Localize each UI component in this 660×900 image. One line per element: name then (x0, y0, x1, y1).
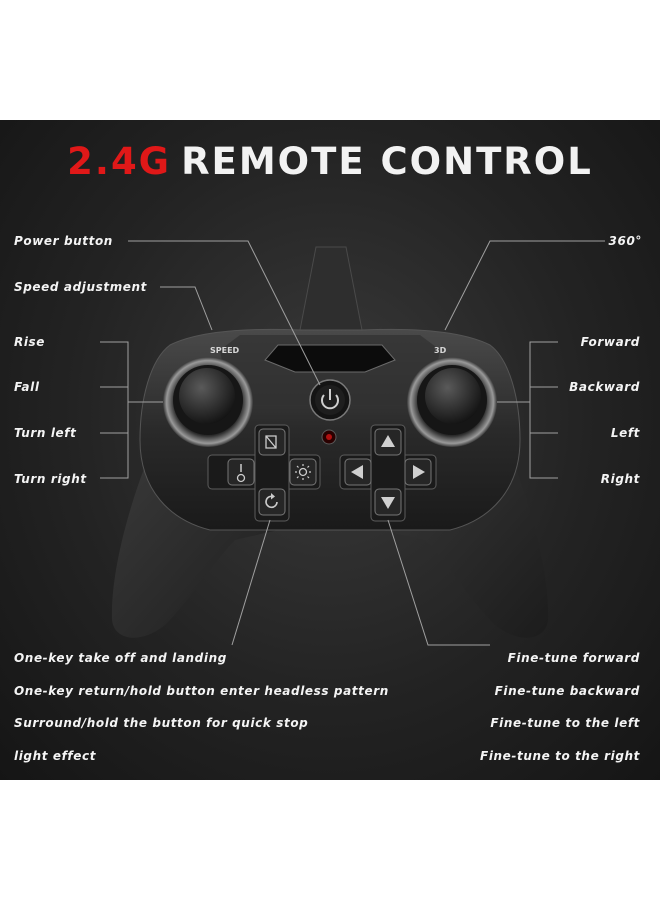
light-effect-icon (265, 435, 277, 449)
label-speed-adjustment: Speed adjustment (14, 280, 148, 294)
arrow-up-icon (381, 435, 395, 447)
label-forward: Forward (580, 335, 640, 349)
arrow-down-icon (381, 497, 395, 509)
return-icon (265, 493, 278, 509)
arrow-left-icon (351, 465, 363, 479)
right-joystick[interactable] (407, 357, 497, 447)
label-quick-stop: Surround/hold the button for quick stop (14, 716, 309, 730)
trim-right-button[interactable] (404, 458, 432, 486)
trim-forward-button[interactable] (374, 428, 402, 456)
light-effect-button[interactable] (258, 428, 286, 456)
label-return-headless: One-key return/hold button enter headles… (14, 684, 389, 698)
label-right: Right (600, 472, 640, 486)
title-accent: 2.4G (67, 140, 172, 183)
label-fine-tune-right: Fine-tune to the right (480, 749, 640, 763)
label-turn-left: Turn left (14, 426, 77, 440)
arrow-right-icon (413, 465, 425, 479)
label-power-button: Power button (14, 234, 113, 248)
label-fine-tune-forward: Fine-tune forward (507, 651, 640, 665)
speed-label: SPEED (210, 346, 240, 355)
label-takeoff-landing: One-key take off and landing (14, 651, 227, 665)
power-icon (321, 389, 339, 410)
label-rise: Rise (14, 335, 46, 349)
display-window (264, 344, 396, 373)
trim-backward-button[interactable] (374, 488, 402, 516)
takeoff-icon (236, 464, 246, 483)
power-button[interactable] (309, 379, 351, 421)
antenna (299, 246, 363, 331)
callout-lines (100, 240, 605, 646)
return-headless-button[interactable] (258, 488, 286, 516)
label-360: 360° (608, 234, 642, 248)
threed-label: 3D (434, 346, 447, 355)
label-turn-right: Turn right (14, 472, 87, 486)
quick-stop-button[interactable] (289, 458, 317, 486)
sun-icon (295, 464, 311, 480)
takeoff-landing-button[interactable] (227, 458, 255, 486)
label-left: Left (610, 426, 640, 440)
left-joystick[interactable] (163, 357, 253, 447)
label-fine-tune-backward: Fine-tune backward (494, 684, 640, 698)
label-backward: Backward (569, 380, 640, 394)
title-main: REMOTE CONTROL (181, 140, 593, 183)
label-light-effect: light effect (14, 749, 97, 763)
trim-left-button[interactable] (344, 458, 372, 486)
label-fall: Fall (14, 380, 40, 394)
label-fine-tune-left: Fine-tune to the left (490, 716, 640, 730)
